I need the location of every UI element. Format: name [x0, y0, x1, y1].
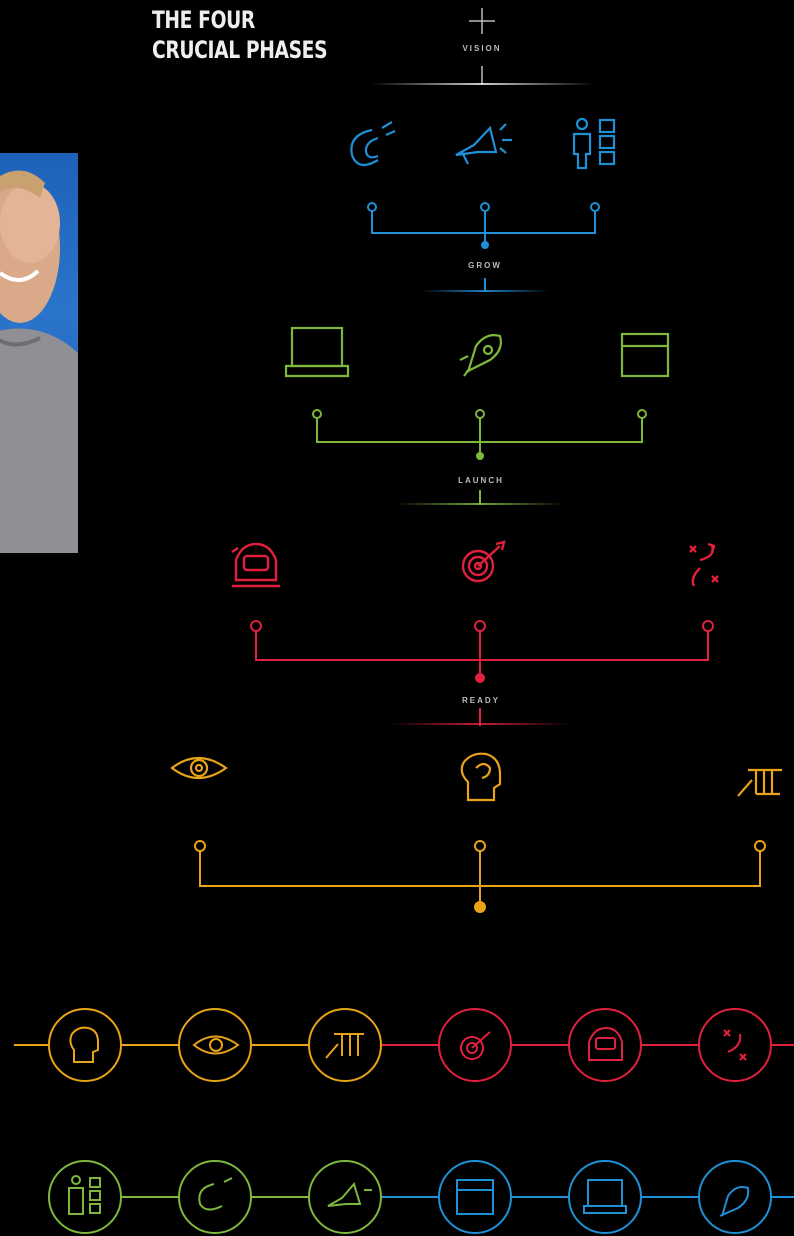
- head-brain-icon: [48, 1008, 122, 1082]
- launch-icons: [284, 326, 670, 378]
- ready-icons: [231, 540, 719, 588]
- orange-node: [474, 901, 486, 913]
- portrait-photo: [0, 153, 78, 553]
- rocket-icon: [459, 334, 502, 377]
- grow-icons: [350, 117, 616, 170]
- launch-bracket: [312, 409, 647, 505]
- phase-label-vision: VISION: [462, 44, 502, 53]
- strategy-play-icon: [689, 542, 719, 587]
- blueprint-icon: [308, 1008, 382, 1082]
- launch-node: [476, 452, 484, 460]
- page-title: THE FOUR CRUCIAL PHASES: [152, 6, 328, 64]
- vision-marker: [469, 8, 495, 84]
- browser-window-icon: [438, 1160, 512, 1234]
- grow-divider: [420, 290, 550, 292]
- magnet-icon: [350, 121, 396, 167]
- rocket-icon: [698, 1160, 772, 1234]
- orange-phase-icons: [170, 752, 782, 802]
- target-icon: [438, 1008, 512, 1082]
- phase-label-ready: READY: [461, 696, 501, 705]
- strategy-play-icon: [698, 1008, 772, 1082]
- person-checklist-icon: [572, 117, 616, 170]
- target-icon: [461, 540, 506, 583]
- orange-bracket: [194, 840, 766, 906]
- blueprint-icon: [737, 768, 782, 797]
- browser-window-icon: [620, 332, 670, 378]
- launch-divider: [395, 503, 565, 505]
- person-checklist-icon: [48, 1160, 122, 1234]
- ready-bracket: [250, 620, 714, 726]
- grow-bracket: [367, 202, 600, 292]
- vision-divider: [370, 83, 595, 85]
- phase-label-grow: GROW: [468, 261, 502, 270]
- ready-node: [475, 673, 485, 683]
- eye-icon: [178, 1008, 252, 1082]
- eye-icon: [170, 756, 228, 780]
- head-brain-icon: [460, 752, 502, 802]
- astronaut-helmet-icon: [568, 1008, 642, 1082]
- phase-label-launch: LAUNCH: [458, 476, 504, 485]
- timeline-row-2: [48, 1160, 794, 1234]
- astronaut-helmet-icon: [231, 542, 280, 588]
- laptop-icon: [284, 326, 350, 378]
- magnet-icon: [178, 1160, 252, 1234]
- timeline-row-1: [14, 1008, 794, 1082]
- grow-node: [481, 241, 489, 249]
- megaphone-icon: [308, 1160, 382, 1234]
- ready-divider: [390, 723, 570, 725]
- megaphone-icon: [455, 123, 512, 165]
- laptop-icon: [568, 1160, 642, 1234]
